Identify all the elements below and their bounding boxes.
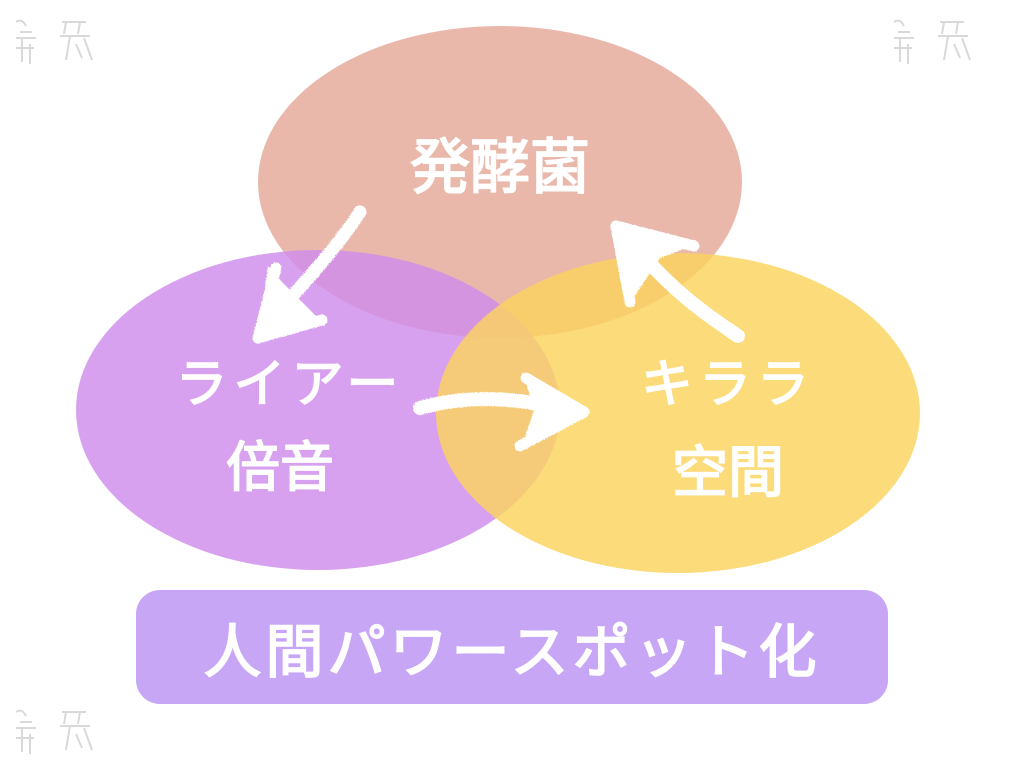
- label-kirara: キララ: [641, 354, 815, 415]
- brand-stamp-icon: [10, 704, 102, 758]
- brand-stamp-icon: [888, 14, 980, 68]
- label-fermentation: 発酵菌: [410, 133, 590, 203]
- label-overtone: 倍音: [226, 435, 334, 499]
- label-space: 空間: [672, 440, 784, 506]
- circle-kirara-space: [436, 253, 920, 573]
- banner: 人間パワースポット化: [136, 590, 888, 704]
- brand-stamp-icon: [10, 14, 102, 68]
- arrow-top-to-left: [252, 205, 367, 344]
- circle-lyre-overtone: [76, 250, 560, 570]
- arrow-left-to-right: [413, 372, 590, 452]
- banner-text: 人間パワースポット化: [203, 618, 821, 686]
- arrow-right-to-top: [610, 220, 745, 343]
- label-lyre: ライアー: [176, 354, 405, 415]
